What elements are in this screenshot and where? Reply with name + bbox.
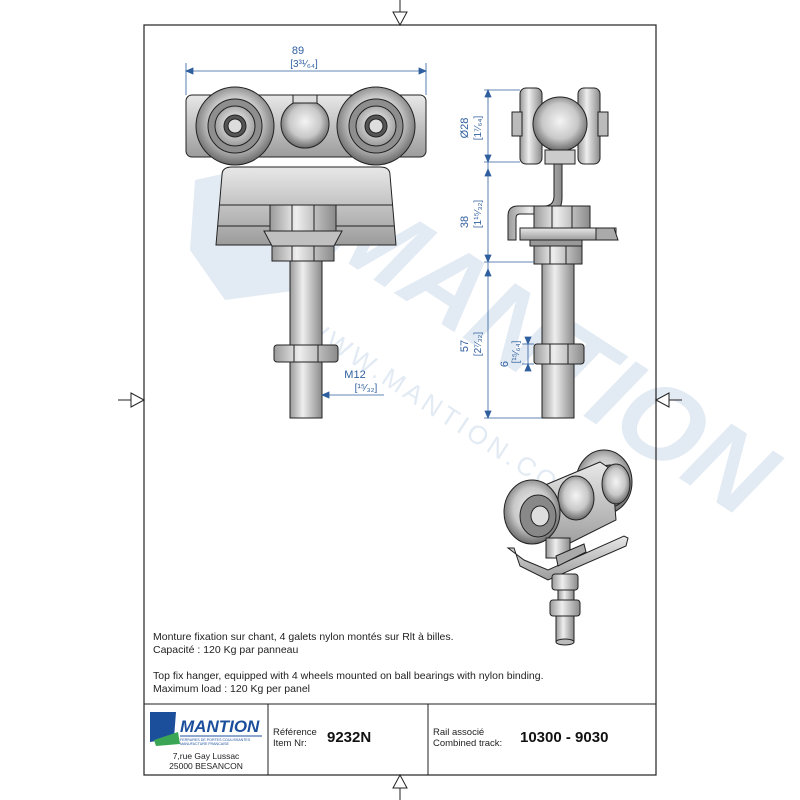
reference-label-fr: Référence [273,727,317,738]
address-line-1: 7,rue Gay Lussac [172,751,240,761]
rail-value: 10300 - 9030 [520,729,609,746]
dim-height-mm: 38 [459,216,471,228]
dim-wheel-dia-mm: Ø28 [459,118,471,139]
dim-thread-mm: M12 [344,369,365,381]
dim-nut-mm: 6 [499,361,511,367]
mantion-logo: MANTION FERRURES DE PORTES COULISSANTES … [150,710,262,746]
description-fr-1: Monture fixation sur chant, 4 galets nyl… [153,631,454,643]
front-view [185,86,427,419]
center-markers [118,0,682,800]
front-dimensions [184,63,428,399]
description-en-1: Top fix hanger, equipped with 4 wheels m… [153,670,544,682]
isometric-view [503,449,633,646]
dim-bolt-len-mm: 57 [459,340,471,352]
brand-tagline-1: FERRURES DE PORTES COULISSANTES [180,738,251,742]
dim-height-in: [1¹⁵⁄₃₂] [473,200,484,228]
dim-thread-in: [¹⁵⁄₃₂] [355,383,378,394]
address-line-2: 25000 BESANCON [169,761,243,771]
front-left-wheel [195,86,275,166]
dim-width-mm: 89 [292,45,304,57]
title-block [144,703,656,775]
dim-nut-in: [¹⁵⁄₆₄] [511,340,522,363]
brand-tagline-2: MANUFACTURE FRANCAISE [180,742,230,746]
rail-label-fr: Rail associé [433,727,485,738]
dim-wheel-dia-in: [1⁷⁄₆₄] [473,116,484,141]
description-fr-2: Capacité : 120 Kg par panneau [153,644,299,656]
front-right-wheel [336,86,416,166]
dim-width-in: [3³¹⁄₆₄] [290,59,318,70]
reference-value: 9232N [327,729,372,746]
reference-label-en: Item Nr: [273,738,307,749]
side-view [507,87,619,419]
side-dimensions [484,88,542,420]
dim-bolt-len-in: [2⁷⁄₃₂] [473,332,484,357]
description-en-2: Maximum load : 120 Kg per panel [153,683,311,695]
rail-label-en: Combined track: [433,738,503,749]
brand-name: MANTION [180,717,260,736]
